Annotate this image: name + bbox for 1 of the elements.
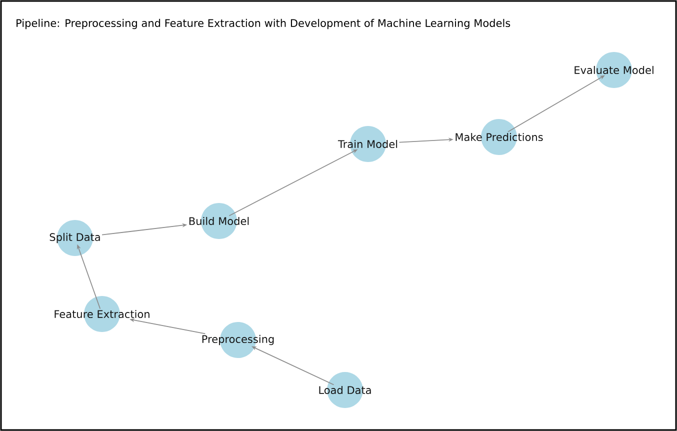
title: Pipeline: Preprocessing and Feature Extraction with Development of Machine Learning Models: [16, 18, 510, 30]
